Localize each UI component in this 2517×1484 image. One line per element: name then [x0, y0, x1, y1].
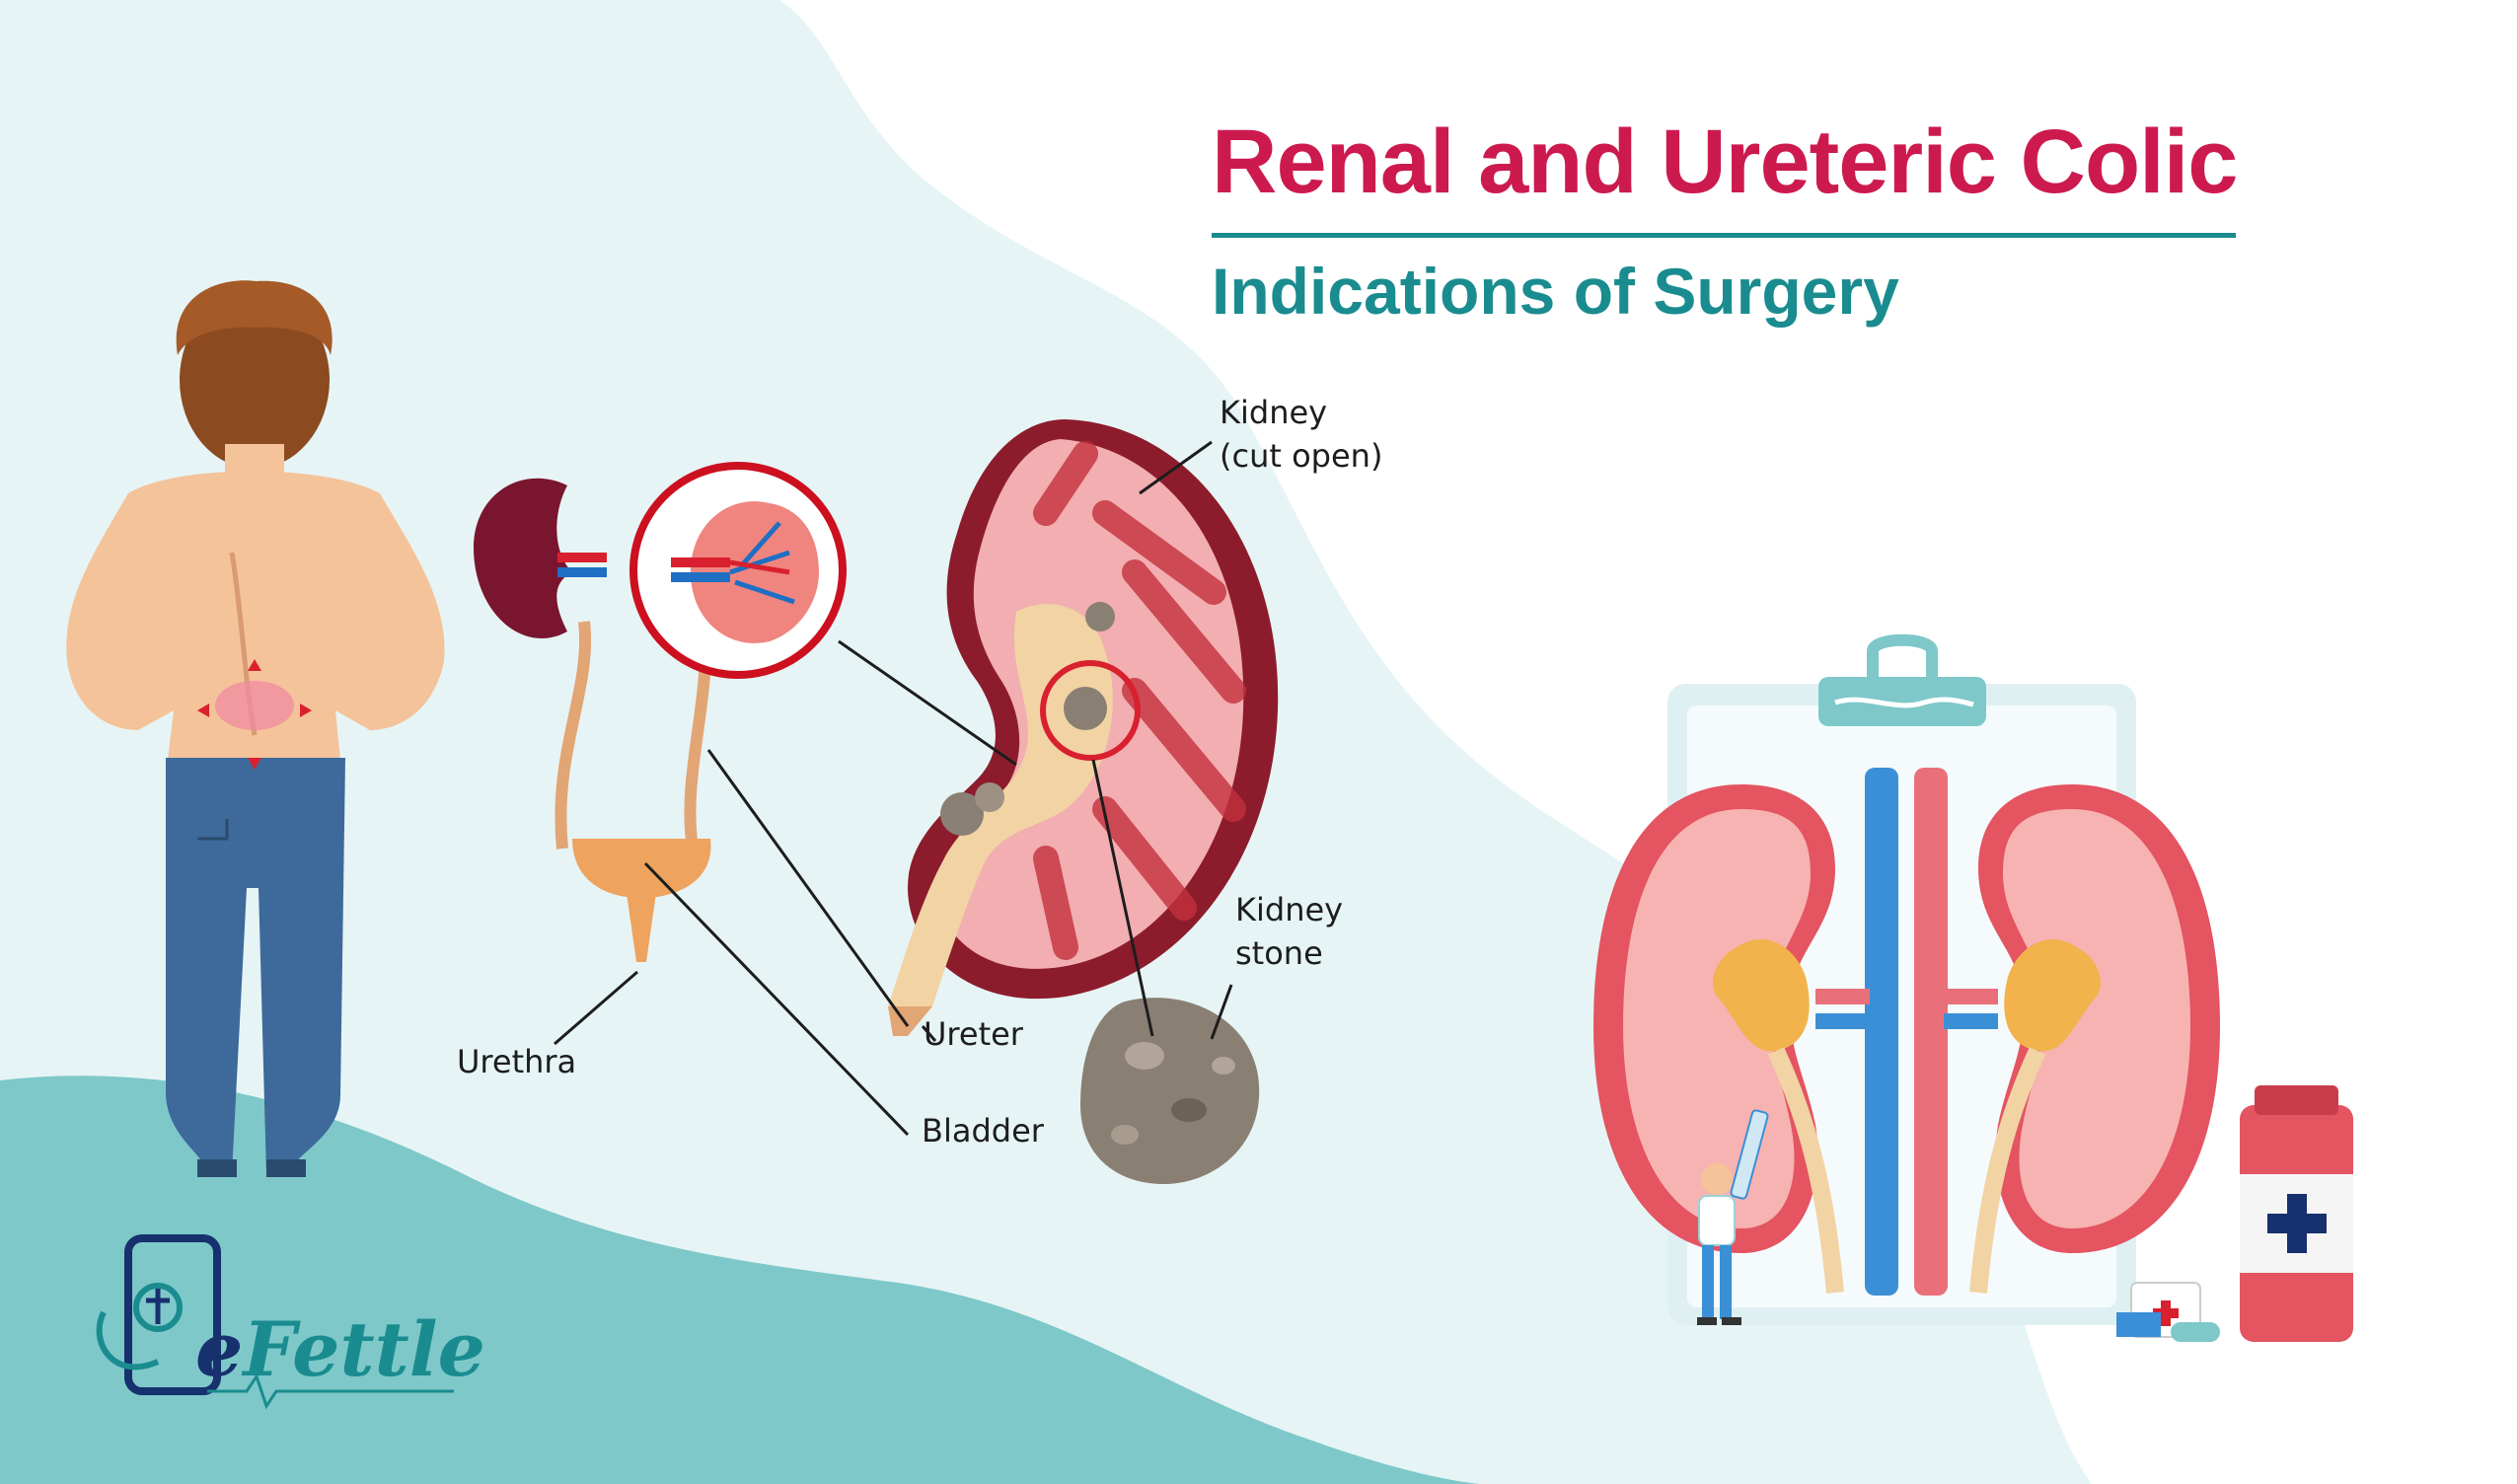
leader-lines	[554, 440, 1233, 1137]
label-urethra: Urethra	[457, 1043, 577, 1080]
kidney-stone-illustration	[1080, 998, 1260, 1184]
title-underline	[1212, 233, 2236, 238]
efettle-logo-mark	[96, 1234, 454, 1410]
label-stone-line1: Kidney	[1235, 891, 1344, 928]
page-subtitle: Indications of Surgery	[1212, 255, 1899, 328]
label-kidney-line2: (cut open)	[1220, 437, 1383, 475]
page-title: Renal and Ureteric Colic	[1212, 111, 2238, 212]
label-kidney-line1: Kidney	[1220, 394, 1328, 431]
label-stone-line2: stone	[1235, 934, 1323, 972]
label-ureter: Ureter	[924, 1015, 1023, 1053]
doctor-with-syringe	[1697, 1109, 1769, 1325]
efettle-logo-text: eFettle	[195, 1312, 485, 1387]
logo-letter-e: e	[195, 1305, 244, 1393]
label-kidney-stone: Kidney stone	[1235, 888, 1343, 975]
teal-wave	[0, 1076, 1480, 1484]
label-bladder: Bladder	[922, 1112, 1044, 1150]
person-back-pain-figure	[66, 280, 445, 1177]
kidneys-with-aorta-illustration	[1593, 633, 2220, 1325]
logo-name: Fettle	[243, 1305, 485, 1393]
kidney-cross-section	[888, 419, 1279, 1036]
urinary-system-diagram	[474, 462, 847, 962]
label-kidney-cut-open: Kidney (cut open)	[1220, 391, 1382, 478]
medicine-supplies	[2116, 1085, 2353, 1342]
